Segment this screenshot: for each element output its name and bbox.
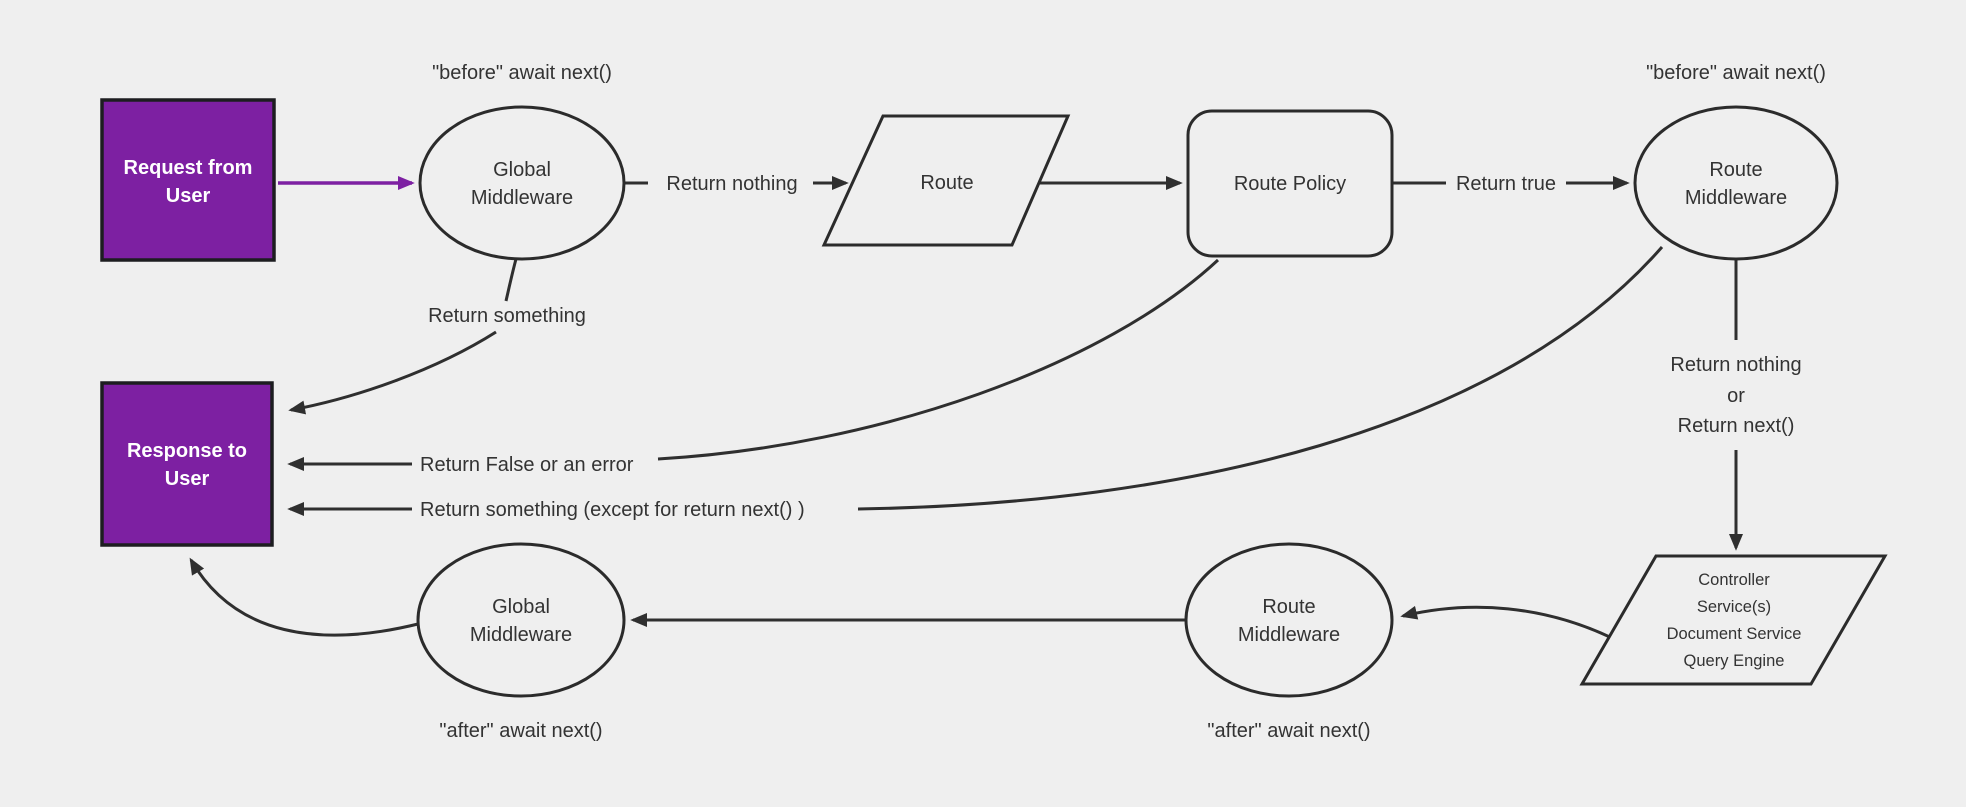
label-return-false-or-error: Return False or an error (420, 454, 634, 476)
controller-line2: Service(s) (1697, 598, 1771, 616)
edge-global-bottom-to-response (189, 557, 419, 637)
label-return-something: Return something (428, 305, 586, 327)
node-route: Route (821, 114, 1071, 247)
route-middleware-top-line2: Middleware (1685, 187, 1787, 209)
label-before-await-next-right: "before" await next() (1646, 62, 1826, 84)
route-middleware-bottom-line2: Middleware (1238, 624, 1340, 646)
controller-parallelogram (1579, 554, 1888, 686)
node-route-middleware-top: Route Middleware (1633, 105, 1839, 261)
node-route-middleware-bottom: Route Middleware (1184, 542, 1394, 698)
label-branch-line3: Return next() (1678, 415, 1795, 437)
route-parallelogram (821, 114, 1071, 247)
route-middleware-top-line1: Route (1709, 159, 1762, 181)
controller-line1: Controller (1698, 571, 1770, 589)
node-global-middleware-top: Global Middleware (418, 105, 626, 261)
label-before-await-next-left: "before" await next() (432, 62, 612, 84)
route-middleware-bottom-line1: Route (1262, 596, 1315, 618)
label-after-await-next-left: "after" await next() (439, 720, 602, 742)
request-label-line2: User (166, 185, 211, 207)
global-middleware-top-ellipse (418, 105, 626, 261)
controller-line3: Document Service (1667, 625, 1802, 643)
label-branch-line1: Return nothing (1670, 354, 1801, 376)
request-box (100, 98, 276, 262)
request-label-line1: Request from (124, 157, 253, 179)
response-label-line2: User (165, 468, 210, 490)
edge-return-something-stub (504, 258, 518, 302)
node-request-from-user: Request from User (100, 98, 276, 262)
global-middleware-bottom-line2: Middleware (470, 624, 572, 646)
edge-return-something-arrow (288, 330, 497, 415)
global-middleware-bottom-ellipse (416, 542, 626, 698)
controller-line4: Query Engine (1684, 652, 1785, 670)
edge-return-false-curve (657, 258, 1220, 461)
route-middleware-top-ellipse (1633, 105, 1839, 261)
global-middleware-top-line2: Middleware (471, 187, 573, 209)
response-box (100, 381, 274, 547)
label-return-nothing: Return nothing (666, 173, 797, 195)
global-middleware-top-line1: Global (493, 159, 551, 181)
node-route-policy: Route Policy (1186, 109, 1394, 258)
edge-controller-to-routemw-bottom (1400, 605, 1617, 642)
route-policy-label: Route Policy (1234, 173, 1346, 195)
label-after-await-next-right: "after" await next() (1207, 720, 1370, 742)
label-branch-line2: or (1727, 385, 1745, 407)
label-return-something-except: Return something (except for return next… (420, 499, 805, 521)
route-middleware-bottom-ellipse (1184, 542, 1394, 698)
global-middleware-bottom-line1: Global (492, 596, 550, 618)
node-response-to-user: Response to User (100, 381, 274, 547)
route-label: Route (920, 172, 973, 194)
label-return-true: Return true (1456, 173, 1556, 195)
route-policy-box (1186, 109, 1394, 258)
edge-return-something-except-curve (857, 246, 1664, 511)
response-label-line1: Response to (127, 440, 247, 462)
node-global-middleware-bottom: Global Middleware (416, 542, 626, 698)
node-controller-services: Controller Service(s) Document Service Q… (1579, 554, 1888, 686)
